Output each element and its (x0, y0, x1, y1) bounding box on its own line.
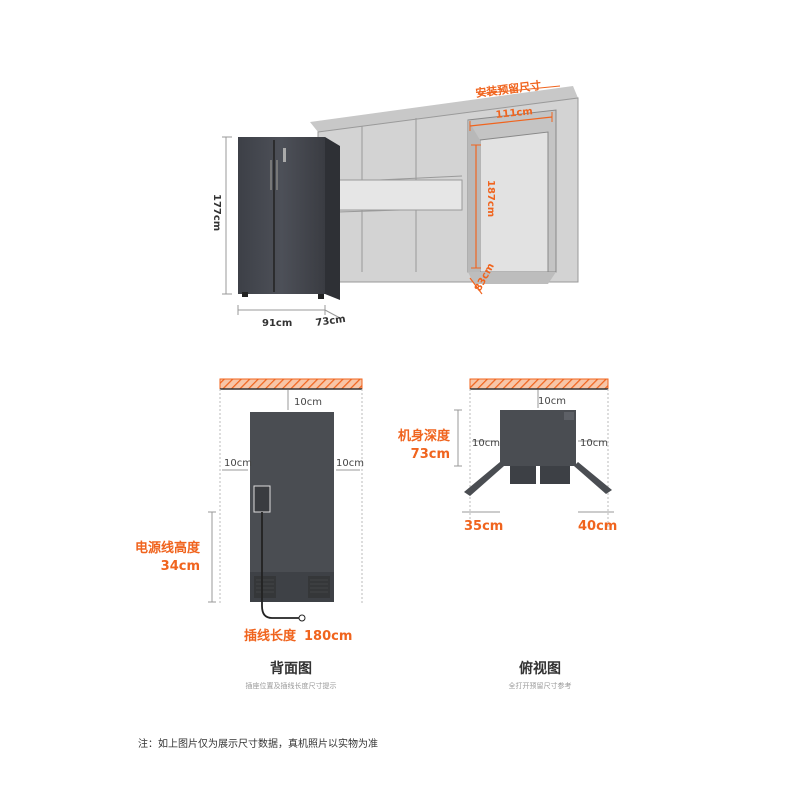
fridge-width-label: 91cm (262, 318, 292, 329)
left-door-swing-label: 35cm (464, 519, 503, 534)
cord-length-value: 180cm (304, 629, 352, 644)
body-depth-label: 机身深度 (398, 428, 451, 444)
right-door-swing-label: 40cm (578, 519, 617, 534)
niche-dimensions (469, 85, 561, 295)
plan-left-gap-label: 10cm (472, 438, 500, 449)
back-view-subtitle: 插座位置及插线长度尺寸提示 (246, 681, 337, 690)
opening-width-label: 111cm (495, 106, 533, 121)
cord-height-label: 电源线高度 (135, 540, 201, 556)
back-left-gap-label: 10cm (224, 458, 252, 469)
fridge-dimensions (222, 136, 341, 319)
opening-height-label: 187cm (485, 180, 496, 217)
installation-niche (310, 86, 579, 284)
plan-view-title: 俯视图 (519, 660, 561, 677)
back-right-gap-label: 10cm (336, 458, 364, 469)
back-view-title: 背面图 (270, 660, 312, 677)
plan-view-subtitle: 全打开预留尺寸参考 (509, 681, 572, 690)
back-top-gap-label: 10cm (294, 397, 322, 408)
fridge-depth-label: 73cm (315, 314, 347, 329)
fridge-height-label: 177cm (211, 194, 222, 231)
cord-height-value: 34cm (161, 559, 200, 574)
refrigerator-3d (238, 137, 340, 300)
back-view (208, 378, 363, 622)
cord-length-label: 插线长度 (244, 628, 297, 644)
plan-view (454, 378, 614, 530)
plan-top-gap-label: 10cm (538, 396, 566, 407)
footnote: 注：如上图片仅为展示尺寸数据，真机照片以实物为准 (138, 737, 378, 750)
body-depth-value: 73cm (411, 447, 450, 462)
plan-right-gap-label: 10cm (580, 438, 608, 449)
